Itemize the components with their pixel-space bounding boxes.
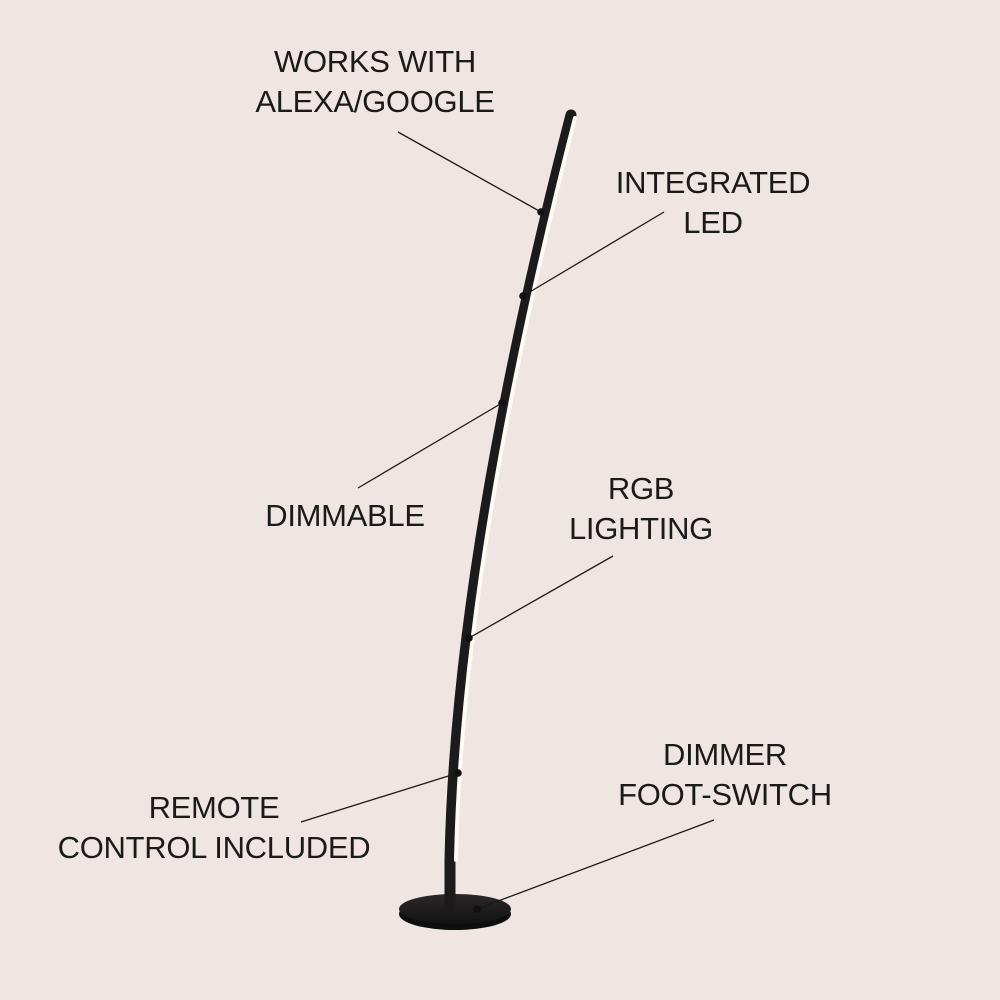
callout-dot-dimmable xyxy=(498,399,506,407)
feature-label-led: INTEGRATED LED xyxy=(583,163,843,243)
callout-line-rgb xyxy=(468,555,614,639)
feature-label-led-line-2: LED xyxy=(683,205,743,240)
feature-label-led-line-1: INTEGRATED xyxy=(615,165,811,200)
callout-dot-alexa xyxy=(537,208,545,216)
feature-label-alexa: WORKS WITH ALEXA/GOOGLE xyxy=(225,42,525,122)
callout-line-footswitch xyxy=(476,819,715,910)
feature-label-rgb-line-1: RGB xyxy=(607,471,675,506)
callout-line-led xyxy=(522,211,665,297)
feature-label-footswitch-line-2: FOOT-SWITCH xyxy=(618,777,832,812)
feature-label-remote: REMOTE CONTROL INCLUDED xyxy=(40,788,388,868)
callout-line-dimmable xyxy=(357,402,503,489)
feature-label-dimmable-line-1: DIMMABLE xyxy=(265,498,425,533)
callout-dot-footswitch xyxy=(473,905,481,913)
callout-dot-remote xyxy=(454,769,462,777)
feature-label-footswitch-line-1: DIMMER xyxy=(663,737,787,772)
callout-dot-led xyxy=(519,292,527,300)
callout-lines xyxy=(300,131,715,910)
callout-dots xyxy=(454,208,545,913)
callout-line-remote xyxy=(300,772,459,823)
callout-line-alexa xyxy=(397,131,542,213)
feature-label-alexa-line-2: ALEXA/GOOGLE xyxy=(255,84,495,119)
feature-label-rgb-line-2: LIGHTING xyxy=(568,511,713,546)
callout-dot-rgb xyxy=(465,634,473,642)
feature-label-dimmable: DIMMABLE xyxy=(230,496,460,536)
feature-label-remote-line-1: REMOTE xyxy=(148,790,280,825)
feature-label-alexa-line-1: WORKS WITH xyxy=(274,44,476,79)
feature-label-remote-line-2: CONTROL INCLUDED xyxy=(57,830,371,865)
feature-label-footswitch: DIMMER FOOT-SWITCH xyxy=(590,735,860,815)
feature-label-rgb: RGB LIGHTING xyxy=(541,469,741,549)
